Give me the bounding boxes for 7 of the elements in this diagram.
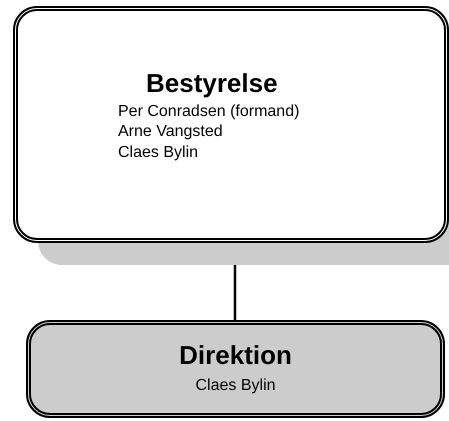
- member-name: Per Conradsen (formand): [118, 102, 300, 122]
- member-name: Arne Vangsted: [118, 123, 224, 142]
- box-heading: Direktion: [178, 341, 293, 371]
- management-box: [26, 320, 445, 418]
- member-name: Claes Bylin: [194, 376, 277, 396]
- member-name: Claes Bylin: [118, 144, 200, 162]
- box-heading: Bestyrelse: [146, 69, 279, 99]
